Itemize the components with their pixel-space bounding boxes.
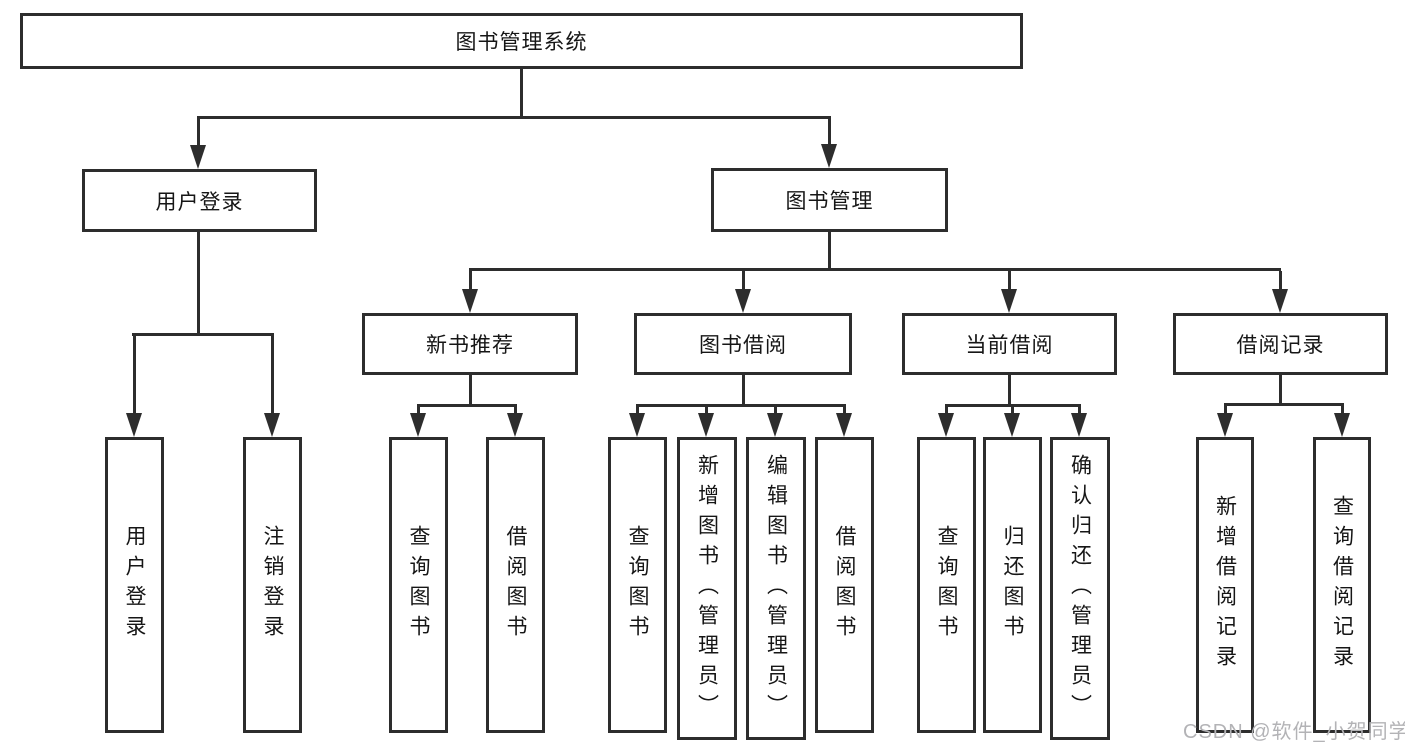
connector-line: [742, 271, 745, 293]
arrowhead: [264, 413, 280, 437]
arrowhead: [629, 413, 645, 437]
leaf-query-book-current: 查询图书: [917, 437, 976, 733]
node-label: 图书借阅: [699, 334, 787, 357]
node-user-login: 用户登录: [82, 169, 317, 232]
node-label: 用户登录: [155, 190, 244, 214]
leaf-add-borrow-record: 新增借阅记录: [1196, 437, 1254, 733]
leaf-label: 借阅图书: [833, 525, 856, 645]
connector-line: [520, 69, 523, 119]
connector-line: [469, 271, 472, 293]
leaf-label: 新增图书（管理员）: [695, 453, 719, 724]
connector-line: [1011, 407, 1014, 417]
leaf-label: 借阅图书: [504, 525, 527, 645]
node-book-borrowing: 图书借阅: [634, 313, 852, 375]
arrowhead: [462, 289, 478, 313]
connector-line: [774, 407, 777, 417]
leaf-query-book-borrow: 查询图书: [608, 437, 667, 733]
node-new-book-recommend: 新书推荐: [362, 313, 578, 375]
leaf-borrow-book: 借阅图书: [815, 437, 874, 733]
leaf-return-book: 归还图书: [983, 437, 1042, 733]
connector-line: [945, 407, 948, 417]
node-current-borrowing: 当前借阅: [902, 313, 1117, 375]
leaf-label: 用户登录: [123, 525, 146, 645]
connector-line: [417, 404, 517, 407]
connector-line: [133, 336, 136, 416]
arrowhead: [1334, 413, 1350, 437]
csdn-watermark: CSDN @软件_小贺同学: [1183, 721, 1405, 743]
connector-line: [469, 375, 472, 407]
leaf-query-borrow-record: 查询借阅记录: [1313, 437, 1371, 733]
leaf-label: 注销登录: [261, 525, 284, 645]
leaf-label: 查询图书: [407, 525, 430, 645]
node-label: 借阅记录: [1236, 334, 1325, 357]
connector-line: [1078, 407, 1081, 417]
node-label: 新书推荐: [426, 334, 514, 357]
connector-line: [705, 407, 708, 417]
connector-line: [843, 407, 846, 417]
connector-line: [1341, 406, 1344, 417]
arrowhead: [1272, 289, 1288, 313]
connector-line: [1224, 403, 1344, 406]
connector-line: [197, 116, 831, 119]
arrowhead: [735, 289, 751, 313]
arrowhead: [698, 413, 714, 437]
leaf-label: 查询图书: [935, 525, 958, 645]
leaf-label: 归还图书: [1001, 525, 1024, 645]
arrowhead: [410, 413, 426, 437]
connector-line: [132, 333, 274, 336]
arrowhead: [1217, 413, 1233, 437]
arrowhead: [1004, 413, 1020, 437]
connector-line: [1279, 375, 1282, 406]
connector-line: [469, 268, 1281, 271]
connector-line: [1008, 271, 1011, 293]
connector-line: [1008, 375, 1011, 407]
node-label: 图书管理系统: [455, 31, 588, 54]
arrowhead: [836, 413, 852, 437]
node-system-root: 图书管理系统: [20, 13, 1023, 69]
arrowhead: [507, 413, 523, 437]
arrowhead: [126, 413, 142, 437]
connector-line: [417, 407, 420, 417]
leaf-label: 查询图书: [626, 525, 649, 645]
leaf-confirm-return-admin: 确认归还（管理员）: [1050, 437, 1110, 740]
connector-line: [1279, 271, 1282, 293]
arrowhead: [767, 413, 783, 437]
connector-line: [742, 375, 745, 407]
connector-line: [197, 232, 200, 336]
leaf-label: 编辑图书（管理员）: [764, 453, 788, 724]
connector-line: [197, 119, 200, 151]
node-label: 当前借阅: [965, 334, 1054, 357]
arrowhead: [190, 145, 206, 169]
leaf-borrow-book-recommend: 借阅图书: [486, 437, 545, 733]
leaf-edit-book-admin: 编辑图书（管理员）: [746, 437, 806, 740]
arrowhead: [938, 413, 954, 437]
node-borrowing-records: 借阅记录: [1173, 313, 1388, 375]
leaf-query-book-recommend: 查询图书: [389, 437, 448, 733]
leaf-logout: 注销登录: [243, 437, 302, 733]
connector-line: [514, 407, 517, 417]
connector-line: [945, 404, 1081, 407]
connector-line: [828, 119, 831, 147]
leaf-label: 新增借阅记录: [1213, 495, 1237, 675]
leaf-user-login: 用户登录: [105, 437, 164, 733]
leaf-label: 查询借阅记录: [1330, 495, 1354, 675]
arrowhead: [821, 144, 837, 168]
connector-line: [828, 232, 831, 271]
connector-line: [636, 404, 846, 407]
connector-line: [271, 336, 274, 416]
leaf-label: 确认归还（管理员）: [1068, 453, 1092, 724]
connector-line: [1224, 406, 1227, 417]
connector-line: [636, 407, 639, 417]
node-label: 图书管理: [785, 190, 874, 213]
arrowhead: [1001, 289, 1017, 313]
leaf-add-book-admin: 新增图书（管理员）: [677, 437, 737, 740]
node-book-management: 图书管理: [711, 168, 948, 232]
arrowhead: [1071, 413, 1087, 437]
